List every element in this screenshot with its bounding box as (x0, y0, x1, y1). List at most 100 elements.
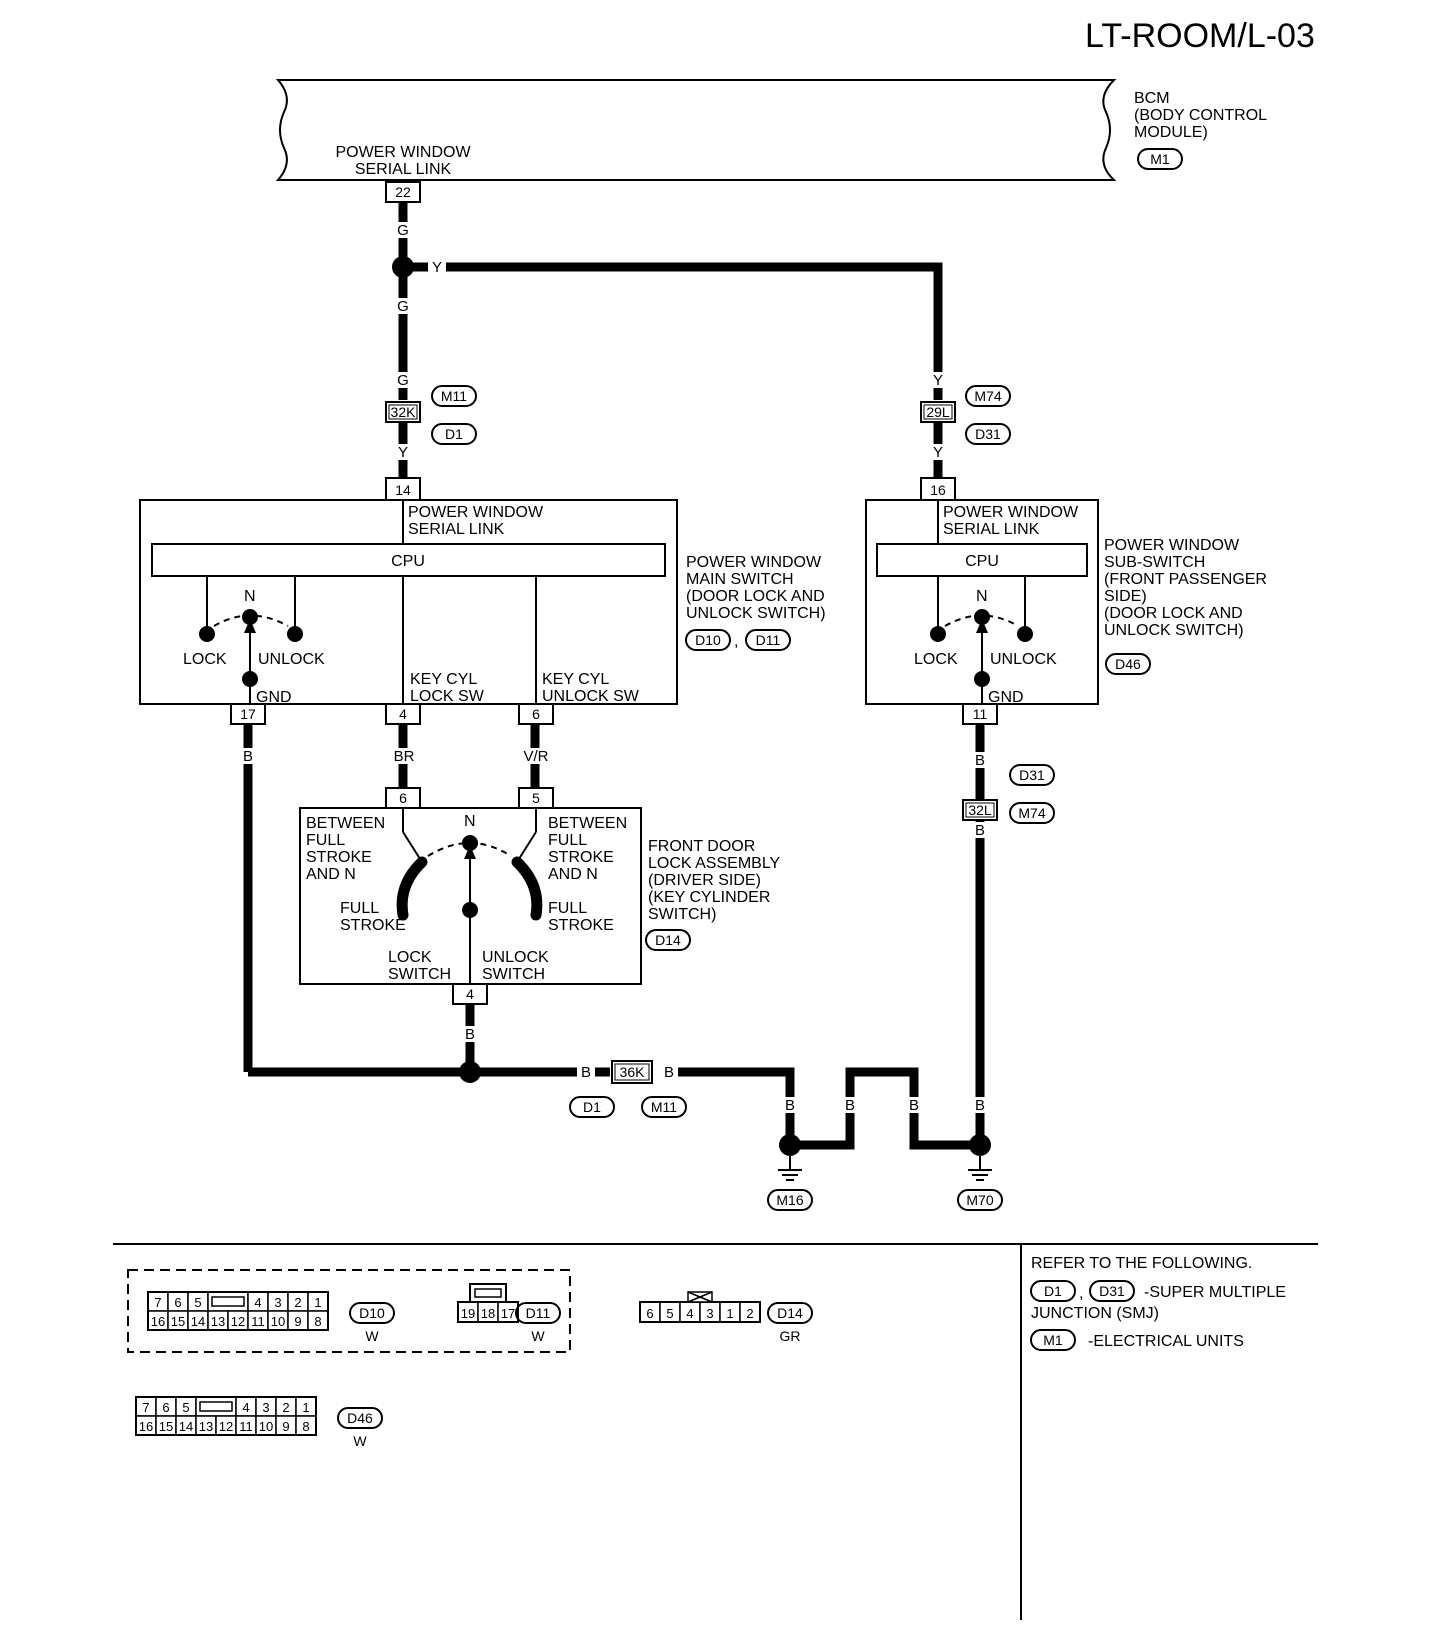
wire-color-y: Y (933, 372, 943, 389)
wire-color-b: B (465, 1026, 475, 1043)
sub-serial-2: SERIAL LINK (943, 521, 1040, 538)
wire-color-g: G (397, 372, 409, 389)
main-unlock: UNLOCK (258, 651, 325, 668)
ref-heading: REFER TO THE FOLLOWING. (1031, 1255, 1252, 1272)
connector-pin-number: 19 (461, 1306, 475, 1321)
door-between-left-4: AND N (306, 866, 356, 883)
door-label-1: FRONT DOOR (648, 838, 755, 855)
main-key-unlock-2: UNLOCK SW (542, 688, 640, 705)
connector-pin-number: 3 (706, 1306, 713, 1321)
main-n: N (244, 588, 256, 605)
wire-color-b: B (975, 822, 985, 839)
connector-pin-number: 12 (231, 1314, 245, 1329)
connector-pin-number: 11 (251, 1314, 265, 1329)
wire-color-b: B (975, 1097, 985, 1114)
main-serial-1: POWER WINDOW (408, 504, 544, 521)
junction-bottom-conn-left: D1 (583, 1099, 601, 1115)
door-conn-d14: D14 (655, 932, 681, 948)
bcm-pin-label-2: SERIAL LINK (355, 161, 452, 178)
connector-pin-number: 12 (219, 1419, 233, 1434)
junction-right-conn-bottom: D31 (975, 426, 1001, 442)
main-serial-2: SERIAL LINK (408, 521, 505, 538)
sub-label-2: SUB-SWITCH (1104, 554, 1205, 571)
junction-bottom-conn-right: M11 (651, 1099, 677, 1115)
connector-pin-number: 7 (142, 1400, 149, 1415)
connector-pin-number: 18 (481, 1306, 495, 1321)
sub-label-6: UNLOCK SWITCH) (1104, 622, 1244, 639)
connector-pin-number: 2 (746, 1306, 753, 1321)
junction-right-terminal: 29L (926, 404, 950, 420)
d46-color: W (353, 1433, 367, 1449)
sub-n: N (976, 588, 988, 605)
door-between-right-2: FULL (548, 832, 587, 849)
ref-conn-m1: M1 (1043, 1332, 1063, 1348)
ground-m70-label: M70 (966, 1192, 993, 1208)
door-n: N (464, 813, 476, 830)
junction-bottom-terminal: 36K (620, 1064, 646, 1080)
bcm-name-2: (BODY CONTROL (1134, 107, 1267, 124)
reference-box: REFER TO THE FOLLOWING. D1 , D31 -SUPER … (1030, 1255, 1286, 1351)
connector-pin-number: 6 (162, 1400, 169, 1415)
door-between-right-3: STROKE (548, 849, 614, 866)
door-between-right-4: AND N (548, 866, 598, 883)
wire-color-y: Y (933, 444, 943, 461)
connector-pin-number: 9 (282, 1419, 289, 1434)
d46-id: D46 (347, 1410, 373, 1426)
wire-color-b: B (845, 1097, 855, 1114)
connector-pin-number: 4 (254, 1295, 261, 1310)
door-full-left-2: STROKE (340, 917, 406, 934)
connector-pin-number: 5 (182, 1400, 189, 1415)
front-door-lock-assembly: 6 5 N BETWEEN FULL STROKE AND N BETWEEN … (299, 787, 781, 1005)
wire-color-b: B (975, 752, 985, 769)
bcm-module: BCM (BODY CONTROL MODULE) M1 POWER WINDO… (275, 79, 1267, 203)
door-pin-4: 4 (466, 986, 474, 1002)
junction-right-ground: 32L D31 M74 (962, 764, 1055, 824)
sub-cpu: CPU (965, 553, 999, 570)
main-conn-d11: D11 (756, 632, 781, 648)
wire-color-b: B (909, 1097, 919, 1114)
junction-left-conn-top: M11 (441, 388, 467, 404)
wire-color-y: Y (432, 259, 442, 276)
junction-left-conn-bottom: D1 (445, 426, 463, 442)
main-pin-17: 17 (240, 706, 256, 722)
connector-pin-number: 7 (154, 1295, 161, 1310)
wire-color-b: B (581, 1064, 591, 1081)
connector-pin-number: 6 (646, 1306, 653, 1321)
door-label-4: (KEY CYLINDER (648, 889, 770, 906)
bcm-connector: M1 (1150, 151, 1170, 167)
connector-pin-number: 5 (666, 1306, 673, 1321)
connector-pin-number: 15 (159, 1419, 173, 1434)
main-label-2: MAIN SWITCH (686, 571, 794, 588)
page-title: LT-ROOM/L-03 (1085, 17, 1315, 55)
wire-color-b: B (664, 1064, 674, 1081)
power-window-main-switch: 14 POWER WINDOW SERIAL LINK CPU N LOCK U… (139, 477, 826, 725)
splice-dot (459, 1061, 481, 1083)
junction-right-ground-conn-top: D31 (1019, 767, 1045, 783)
sub-label-5: (DOOR LOCK AND (1104, 605, 1243, 622)
junction-right-ground-conn-bottom: M74 (1018, 805, 1045, 821)
connector-pin-number: 8 (314, 1314, 321, 1329)
connector-pin-number: 16 (139, 1419, 153, 1434)
junction-right-ground-terminal: 32L (968, 802, 992, 818)
connector-pin-number: 6 (174, 1295, 181, 1310)
ref-eu-text: -ELECTRICAL UNITS (1088, 1333, 1244, 1350)
main-lock: LOCK (183, 651, 227, 668)
main-pin-4: 4 (399, 706, 407, 722)
door-between-right-1: BETWEEN (548, 815, 627, 832)
ground-m16-label: M16 (776, 1192, 803, 1208)
sub-conn-d46: D46 (1115, 656, 1141, 672)
junction-left-terminal: 32K (391, 404, 417, 420)
d10-id: D10 (359, 1305, 385, 1321)
wire-color-vr: V/R (523, 748, 548, 765)
d11-id: D11 (526, 1305, 551, 1321)
connector-pin-number: 9 (294, 1314, 301, 1329)
connector-pin-number: 13 (199, 1419, 213, 1434)
door-full-right-2: STROKE (548, 917, 614, 934)
connector-pin-number: 15 (171, 1314, 185, 1329)
sub-label-3: (FRONT PASSENGER (1104, 571, 1267, 588)
ref-conn-d1: D1 (1044, 1283, 1062, 1299)
wire-color-br: BR (394, 748, 415, 765)
